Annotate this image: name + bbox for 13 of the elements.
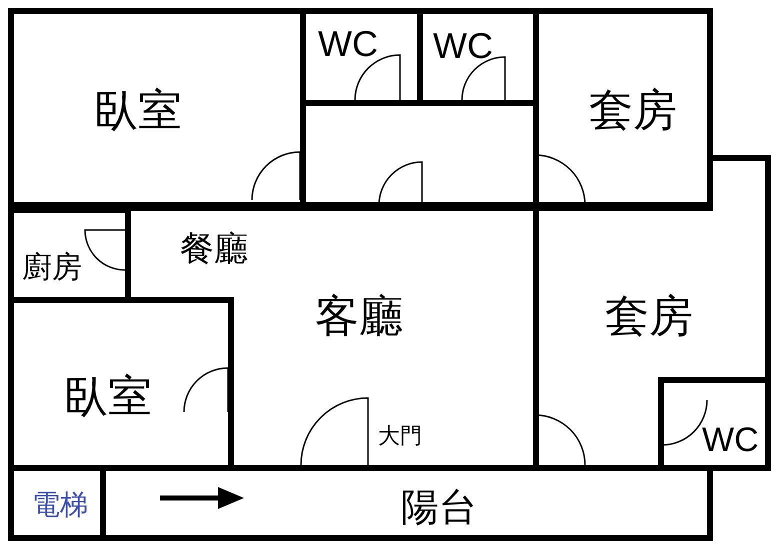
room-label: 客廳: [315, 295, 403, 339]
room-label: 廚房: [22, 253, 82, 283]
room-label: WC: [433, 28, 493, 64]
room-label: WC: [702, 423, 759, 457]
room-label: 臥室: [94, 89, 182, 133]
door-label: 大門: [378, 425, 422, 447]
room-label: 陽台: [401, 489, 477, 527]
room-label: 臥室: [64, 375, 152, 419]
room-label: 套房: [589, 89, 677, 133]
room-label: WC: [318, 26, 378, 62]
room-label: 套房: [605, 295, 693, 339]
room-label: 電梯: [32, 491, 88, 519]
room-label: 餐廳: [180, 232, 248, 266]
